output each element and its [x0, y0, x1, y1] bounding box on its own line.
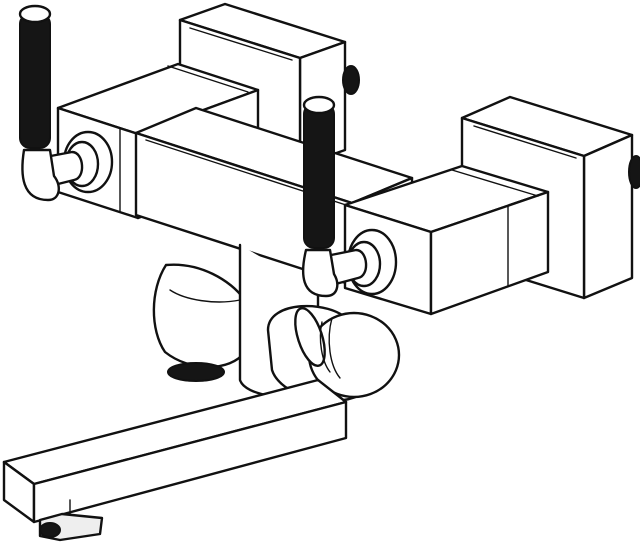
- left-wall-stub: [342, 65, 360, 95]
- right-wall-stub: [628, 155, 640, 189]
- left-lever-grip[interactable]: [19, 13, 51, 149]
- left-handle[interactable]: [18, 4, 114, 202]
- right-lever-grip[interactable]: [303, 103, 335, 249]
- right-handle[interactable]: [301, 95, 398, 298]
- diverter-knob: [266, 304, 401, 403]
- outlet-nozzle-underside: [167, 362, 225, 382]
- spout: [2, 378, 348, 542]
